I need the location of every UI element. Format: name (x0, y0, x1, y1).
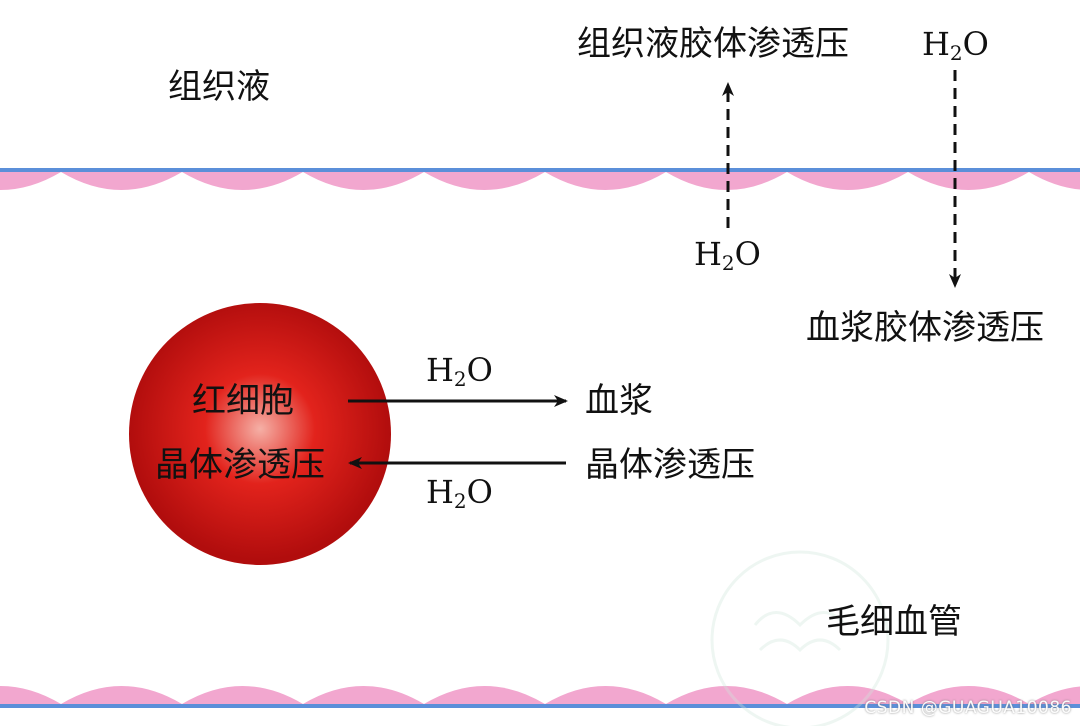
watermark-emblem (710, 550, 890, 726)
endothelial-cell (545, 686, 666, 704)
endothelial-cell (545, 172, 666, 190)
upper-capillary-wall (0, 172, 1080, 190)
endothelial-cell (61, 172, 182, 190)
h2o-label-rbc-out: H2O (426, 351, 493, 391)
endothelial-cell (787, 686, 908, 704)
label-rbc-crystal-pressure: 晶体渗透压 (155, 445, 325, 485)
endothelial-cell (1029, 686, 1080, 704)
label-interstitial-fluid: 组织液 (168, 67, 270, 107)
endothelial-cell (787, 172, 908, 190)
red-blood-cell (129, 303, 391, 565)
label-capillary: 毛细血管 (826, 602, 962, 642)
label-plasma-colloid-pressure: 血浆胶体渗透压 (806, 308, 1044, 348)
endothelial-cell (666, 686, 787, 704)
label-plasma-crystal-pressure: 晶体渗透压 (585, 445, 755, 485)
label-plasma: 血浆 (585, 381, 653, 421)
label-interstitial-colloid-pressure: 组织液胶体渗透压 (577, 24, 849, 64)
endothelial-cell (908, 172, 1029, 190)
h2o-label-rbc-in: H2O (426, 473, 493, 513)
endothelial-cell (182, 686, 303, 704)
endothelial-cell (424, 172, 545, 190)
endothelial-cell (1029, 172, 1080, 190)
endothelial-cell (0, 172, 61, 190)
endothelial-cell (61, 686, 182, 704)
endothelial-cell (424, 686, 545, 704)
label-rbc: 红细胞 (192, 381, 294, 421)
endothelial-cell (908, 686, 1029, 704)
h2o-label-middle: H2O (694, 235, 761, 275)
watermark-text: CSDN @GUAGUA10086 (864, 698, 1072, 718)
h2o-label-top-right: H2O (922, 25, 989, 65)
endothelial-cell (0, 686, 61, 704)
lower-capillary-wall (0, 686, 1080, 704)
endothelial-cell (182, 172, 303, 190)
endothelial-cell (303, 686, 424, 704)
endothelial-cell (303, 172, 424, 190)
